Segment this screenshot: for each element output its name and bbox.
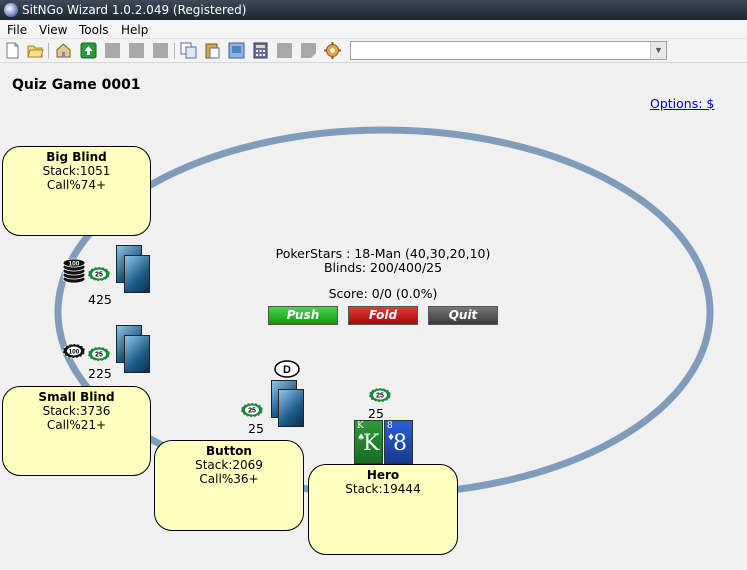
save-image-icon[interactable] bbox=[228, 42, 245, 59]
seat-name: Button bbox=[206, 444, 252, 458]
menu-bar: File View Tools Help bbox=[0, 20, 747, 39]
paste-icon[interactable] bbox=[204, 42, 221, 59]
game-blinds: Blinds: 200/400/25 bbox=[323, 260, 443, 275]
seat-name: Small Blind bbox=[38, 390, 115, 404]
window-title: SitNGo Wizard 1.0.2.049 (Registered) bbox=[22, 3, 247, 17]
card-rank: K bbox=[363, 431, 380, 456]
green-chip-icon: 25 bbox=[87, 346, 111, 362]
dealer-label: D bbox=[283, 364, 291, 376]
seat-call-range: Call%21+ bbox=[46, 418, 107, 432]
seat-stack: Stack:19444 bbox=[345, 482, 421, 496]
card-rank-small: K bbox=[357, 421, 364, 431]
title-bar: SitNGo Wizard 1.0.2.049 (Registered) bbox=[0, 0, 747, 20]
dealer-button-icon: D bbox=[274, 360, 300, 378]
seat-stack: Stack:1051 bbox=[42, 164, 111, 178]
menu-view[interactable]: View bbox=[39, 23, 68, 37]
menu-file[interactable]: File bbox=[7, 23, 28, 37]
toolbar-separator bbox=[48, 43, 49, 59]
black-chip-icon: 100 bbox=[62, 343, 86, 359]
card-rank-small: 8 bbox=[387, 421, 393, 431]
seat-big-blind: Big Blind Stack:1051 Call%74+ bbox=[2, 146, 151, 236]
seat-call-range: Call%74+ bbox=[46, 178, 107, 192]
quiz-title: Quiz Game 0001 bbox=[12, 77, 141, 93]
disabled-icon[interactable] bbox=[104, 42, 121, 59]
seat-small-blind: Small Blind Stack:3736 Call%21+ bbox=[2, 386, 151, 476]
black-chip-stack-icon: 100 bbox=[62, 258, 86, 284]
hero-card-eight-diamonds: 8 8 ♦ bbox=[384, 420, 413, 464]
card-rank: 8 bbox=[393, 431, 407, 456]
copy-icon[interactable] bbox=[180, 42, 197, 59]
disabled-icon[interactable] bbox=[276, 42, 293, 59]
toolbar-combo[interactable]: ▼ bbox=[350, 41, 667, 60]
green-chip-icon: 25 bbox=[240, 402, 264, 418]
chip-value: 100 bbox=[69, 261, 80, 268]
seat-stack: Stack:3736 bbox=[42, 404, 111, 418]
new-file-icon[interactable] bbox=[4, 42, 21, 59]
bet-amount-button: 25 bbox=[248, 421, 264, 436]
quiz-score: Score: 0/0 (0.0%) bbox=[328, 286, 438, 301]
push-button[interactable]: Push bbox=[268, 306, 338, 325]
chip-value: 25 bbox=[95, 352, 103, 359]
chip-value: 100 bbox=[69, 349, 80, 356]
disabled-icon[interactable] bbox=[300, 42, 317, 59]
diamond-suit-icon: ♦ bbox=[387, 433, 396, 443]
fold-button[interactable]: Fold bbox=[348, 306, 418, 325]
chip-value: 25 bbox=[95, 272, 103, 279]
seat-name: Big Blind bbox=[46, 150, 107, 164]
disabled-icon[interactable] bbox=[128, 42, 145, 59]
hero-card-king-spades: K K ♠ bbox=[354, 420, 383, 464]
settings-gear-icon[interactable] bbox=[324, 42, 341, 59]
quit-button[interactable]: Quit bbox=[428, 306, 498, 325]
app-icon bbox=[4, 3, 18, 17]
disabled-icon[interactable] bbox=[152, 42, 169, 59]
card-back bbox=[124, 255, 150, 293]
chevron-down-icon[interactable]: ▼ bbox=[650, 42, 666, 59]
green-chip-icon: 25 bbox=[87, 266, 111, 282]
green-chip-icon: 25 bbox=[368, 387, 392, 403]
card-back bbox=[278, 389, 304, 427]
bet-amount-small-blind: 225 bbox=[88, 366, 112, 381]
seat-name: Hero bbox=[366, 468, 400, 482]
card-back bbox=[124, 335, 150, 373]
bet-amount-hero: 25 bbox=[368, 406, 384, 421]
upload-icon[interactable] bbox=[80, 42, 97, 59]
game-site-info: PokerStars : 18-Man (40,30,20,10) bbox=[275, 246, 491, 261]
seat-stack: Stack:2069 bbox=[195, 458, 263, 472]
chip-value: 25 bbox=[248, 408, 256, 415]
home-icon[interactable] bbox=[55, 42, 72, 59]
seat-call-range: Call%36+ bbox=[199, 472, 259, 486]
open-folder-icon[interactable] bbox=[27, 42, 44, 59]
seat-button: Button Stack:2069 Call%36+ bbox=[154, 440, 304, 531]
menu-tools[interactable]: Tools bbox=[79, 23, 109, 37]
calculator-icon[interactable] bbox=[252, 42, 269, 59]
seat-hero: Hero Stack:19444 bbox=[308, 464, 458, 555]
spade-suit-icon: ♠ bbox=[357, 433, 366, 443]
toolbar: ▼ bbox=[0, 39, 747, 63]
bet-amount-big-blind: 425 bbox=[88, 292, 112, 307]
chip-value: 25 bbox=[376, 393, 384, 400]
toolbar-separator bbox=[174, 43, 175, 59]
options-link[interactable]: Options: $ bbox=[650, 96, 715, 111]
menu-help[interactable]: Help bbox=[121, 23, 149, 37]
